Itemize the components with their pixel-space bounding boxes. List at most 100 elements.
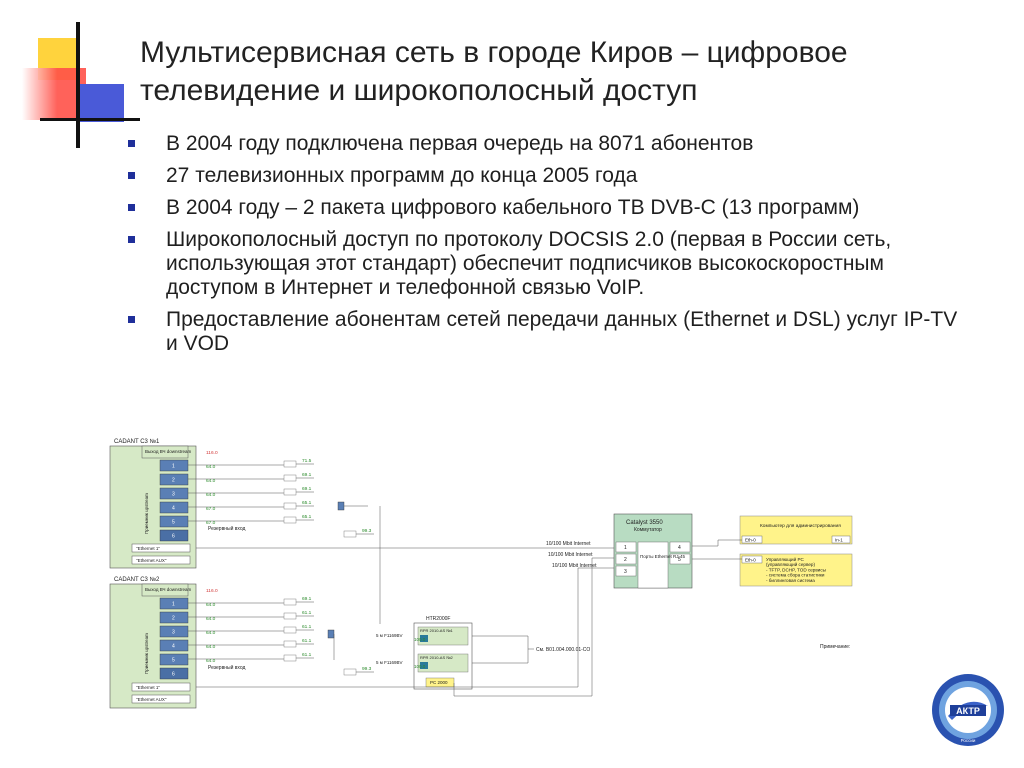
rpr2-box	[417, 653, 469, 673]
cmts2-attenuators: 69.161.161.161.161.199.3	[283, 596, 374, 676]
level-value: 64.0	[206, 478, 216, 484]
cmts1-eth1: "Ethernet 1"	[136, 546, 160, 551]
pc-admin-port-right-text: In-1	[835, 538, 843, 543]
catalyst-sub: Коммутатор	[634, 527, 662, 533]
reference-text: См. B01.004.000.01-CO	[536, 647, 590, 653]
cmts2-reserve: Резервный вход	[208, 664, 246, 671]
catalyst-title: Catalyst 3550	[626, 520, 663, 526]
mgmt-line: - система сбора статистики	[766, 573, 825, 578]
cmts1-port-head-text: Выход ВЧ downstream	[145, 449, 192, 454]
attenuator	[283, 516, 297, 524]
mgmt-line: Управляющий PC	[766, 556, 805, 562]
attenuator	[283, 474, 297, 482]
bullet-text: Широкополосный доступ по протоколу DOCSI…	[166, 228, 892, 299]
switch-port-number: 1	[624, 545, 627, 551]
logo-text: АКТР	[956, 706, 980, 716]
mgmt-line: (управляющий сервер)	[766, 561, 815, 567]
port-box	[159, 667, 189, 680]
bullet-icon	[128, 204, 135, 211]
pc-mgmt-lines: Управляющий PC(управляющий сервер)- TFTP…	[766, 556, 826, 583]
port-number: 4	[172, 644, 175, 650]
attenuator	[283, 640, 297, 648]
port-number: 3	[172, 492, 175, 498]
port-box	[159, 459, 189, 472]
cable-level-1: 100.0	[414, 637, 426, 642]
bullet-icon	[128, 236, 135, 243]
port-box	[159, 653, 189, 666]
cmts2-eth1: "Ethernet 1"	[136, 685, 160, 690]
port-number: 4	[172, 506, 175, 512]
attenuator	[283, 626, 297, 634]
switch-port	[615, 541, 637, 553]
level-value: 64.0	[206, 616, 216, 622]
switch-port-number: 4	[678, 545, 681, 551]
bullet-item: Широкополосный доступ по протоколу DOCSI…	[128, 228, 968, 300]
bullet-item: 27 телевизионных программ до конца 2005 …	[128, 164, 968, 188]
corner-decoration	[0, 0, 140, 148]
catalyst-ports-right: 45	[669, 541, 691, 565]
attenuator	[283, 460, 297, 468]
catalyst-mid	[637, 541, 669, 589]
port-box	[159, 639, 189, 652]
cmts1-ethaux: "Ethernet AUX"	[136, 558, 167, 563]
pc-admin-text: Компьютер для администрирования	[760, 523, 841, 529]
cmts1-receive-label: Приемник upstream	[144, 493, 149, 534]
switch-port-number: 3	[624, 569, 627, 575]
bullet-icon	[128, 172, 135, 179]
rpr1-module	[420, 635, 428, 642]
level-value: 64.0	[206, 630, 216, 636]
pc2000-text: PC 2000	[430, 680, 448, 685]
port-number: 2	[172, 616, 175, 622]
horizontal-bar	[40, 118, 140, 121]
link-1: 10/100 Mbit Internet	[546, 541, 591, 547]
blue-block	[80, 84, 124, 122]
pc-mgmt-port-text: Eth-0	[745, 558, 756, 563]
switch-port	[615, 565, 637, 577]
cmts2-port-head-text: Выход ВЧ downstream	[145, 587, 192, 592]
cmts1-attenuators: 71.569.169.165.165.199.3	[283, 458, 374, 538]
level-value: 67.0	[206, 506, 216, 512]
rpr1-text: RPR 2010-AS №1	[420, 628, 454, 633]
bullet-text: В 2004 году – 2 пакета цифрового кабельн…	[166, 196, 860, 219]
bullet-item: Предоставление абонентам сетей передачи …	[128, 308, 968, 356]
cmts1-eth1-box	[131, 543, 191, 553]
catalyst-ports-left: 123	[615, 541, 637, 577]
rpr2-text: RPR 2010-AS №2	[420, 655, 454, 660]
port-number: 3	[172, 630, 175, 636]
switch-port-number: 5	[678, 557, 681, 563]
attenuator	[283, 488, 297, 496]
attenuator-value: 69.1	[302, 486, 312, 492]
port-box	[159, 625, 189, 638]
level-value: 116.0	[206, 588, 218, 594]
attenuator-value: 65.1	[302, 500, 312, 506]
level-value: 64.0	[206, 602, 216, 608]
attenuator-value: 69.1	[302, 472, 312, 478]
level-value: 64.0	[206, 658, 216, 664]
bullet-icon	[128, 316, 135, 323]
cable1-text: 5 м F1169BV	[376, 633, 403, 638]
combiner-1	[337, 501, 345, 511]
cmts2-levels: 116.064.064.064.064.064.0	[206, 588, 218, 664]
bullet-text: 27 телевизионных программ до конца 2005 …	[166, 164, 638, 187]
switch-port	[669, 541, 691, 553]
cmts1-reserve: Резервный вход	[208, 525, 246, 532]
port-number: 6	[172, 534, 175, 540]
attenuator-value: 69.1	[302, 596, 312, 602]
bullet-list: В 2004 году подключена первая очередь на…	[128, 132, 968, 364]
attenuator-value: 71.5	[302, 458, 312, 464]
rpr1-box	[417, 626, 469, 646]
cmts1-ethaux-box	[131, 555, 191, 565]
pc-admin-port-right	[831, 535, 851, 544]
port-number: 5	[172, 658, 175, 664]
attenuator-value: 99.3	[362, 528, 372, 534]
cmts1-port-head	[141, 445, 189, 459]
mgmt-line: - биллинговая система	[766, 578, 815, 583]
htr-label: HTR2000F	[426, 616, 450, 622]
logo-country: России	[961, 738, 976, 743]
attenuator	[283, 612, 297, 620]
cmts2-ethaux-box	[131, 694, 191, 704]
pc-admin-port-left	[741, 535, 763, 544]
port-number: 6	[172, 672, 175, 678]
vertical-bar	[76, 22, 80, 148]
